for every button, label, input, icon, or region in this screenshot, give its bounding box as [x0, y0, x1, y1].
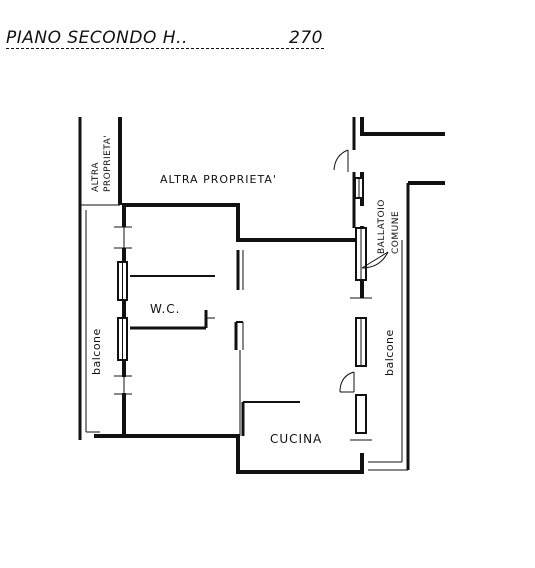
- label-altra-proprieta-side: ALTRA PROPRIETA': [91, 135, 113, 192]
- floor-title: PIANO SECONDO H..: [6, 28, 188, 48]
- label-ballatoio-2: COMUNE: [391, 211, 401, 254]
- label-ballatoio: BALLATOIO COMUNE: [377, 199, 401, 254]
- door-swings: [333, 149, 389, 393]
- label-altra-proprieta-top: ALTRA PROPRIETA': [160, 173, 277, 186]
- label-cucina: CUCINA: [270, 432, 322, 446]
- label-balcone-right: balcone: [383, 329, 396, 376]
- header-underline: [6, 48, 324, 49]
- left-windows: [114, 226, 132, 395]
- apartment-outer-walls: [94, 203, 364, 474]
- right-structure-walls: [352, 117, 445, 471]
- plan-header: PIANO SECONDO H.. 270: [6, 28, 324, 54]
- left-property-walls: [78, 117, 122, 440]
- ceiling-height: 270: [289, 28, 323, 48]
- internal-walls: [130, 250, 300, 436]
- label-ballatoio-1: BALLATOIO: [377, 199, 387, 254]
- label-balcone-left: balcone: [90, 328, 103, 375]
- label-altra-side-1: ALTRA: [91, 162, 101, 192]
- right-windows: [350, 227, 372, 441]
- label-altra-side-2: PROPRIETA': [103, 135, 113, 192]
- label-wc: W.C.: [150, 302, 181, 316]
